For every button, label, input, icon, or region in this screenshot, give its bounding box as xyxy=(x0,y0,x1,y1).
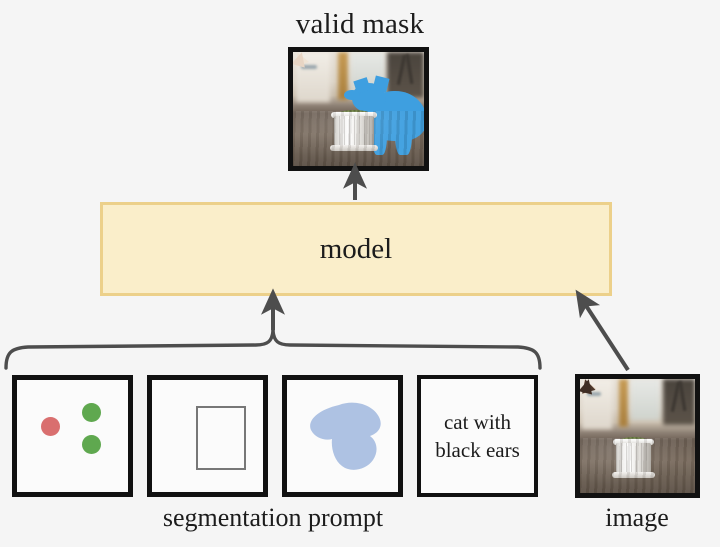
pot-body xyxy=(333,115,375,148)
floor-reflection xyxy=(580,438,695,493)
prompt-text-line-2: black ears xyxy=(435,438,520,462)
background-cabinet xyxy=(295,52,330,103)
segmentation-prompt-label: segmentation prompt xyxy=(162,503,384,532)
pot-base xyxy=(329,145,379,152)
pot-body xyxy=(615,442,652,475)
prompt-brace-left xyxy=(4,320,275,370)
prompt-text-line-1: cat with xyxy=(443,409,512,434)
background-cabinet-handle xyxy=(586,391,601,397)
background-post xyxy=(337,52,348,100)
mask-cat-leg xyxy=(395,120,413,155)
prompt-text-box[interactable]: cat with black ears xyxy=(417,375,538,497)
background-cabinet xyxy=(582,379,613,430)
background-post xyxy=(619,379,629,427)
prompt-brace-right xyxy=(271,320,542,370)
image-label: image xyxy=(605,503,669,532)
positive-point-marker xyxy=(82,403,101,422)
pot-ribs xyxy=(615,442,652,475)
background-dark-area xyxy=(387,52,424,98)
arrow-image-to-model xyxy=(575,289,630,372)
prompt-mask-box[interactable] xyxy=(282,375,403,497)
pot-base xyxy=(612,472,655,479)
model-label: model xyxy=(319,232,393,265)
input-image xyxy=(575,374,700,498)
floor-reflection xyxy=(293,111,424,166)
background-cabinet-handle xyxy=(300,64,317,70)
valid-mask-image xyxy=(288,47,429,171)
model-box[interactable]: model xyxy=(100,202,612,296)
prompt-bounding-box-box[interactable] xyxy=(147,375,268,497)
valid-mask-image-content xyxy=(293,52,424,166)
input-image-content xyxy=(580,379,695,493)
mask-blob-shape xyxy=(310,402,381,470)
positive-point-marker xyxy=(82,435,101,454)
pot-rim xyxy=(330,112,377,119)
prompt-text-content: cat with black ears xyxy=(435,408,520,464)
background-window xyxy=(630,379,661,421)
page-title: valid mask xyxy=(295,8,425,40)
negative-point-marker xyxy=(41,417,60,436)
bounding-box-rectangle xyxy=(196,406,246,470)
pot-rim xyxy=(613,439,654,446)
pot-ribs xyxy=(333,115,375,148)
prompt-points-box[interactable] xyxy=(12,375,133,497)
mask-cat-paw xyxy=(344,89,360,100)
